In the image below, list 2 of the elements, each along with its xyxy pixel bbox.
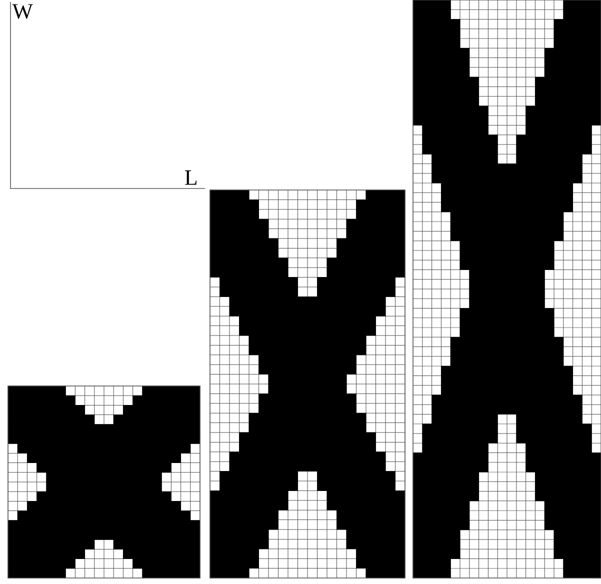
axis-label: L xyxy=(185,170,196,185)
axis-label: W xyxy=(12,4,33,19)
